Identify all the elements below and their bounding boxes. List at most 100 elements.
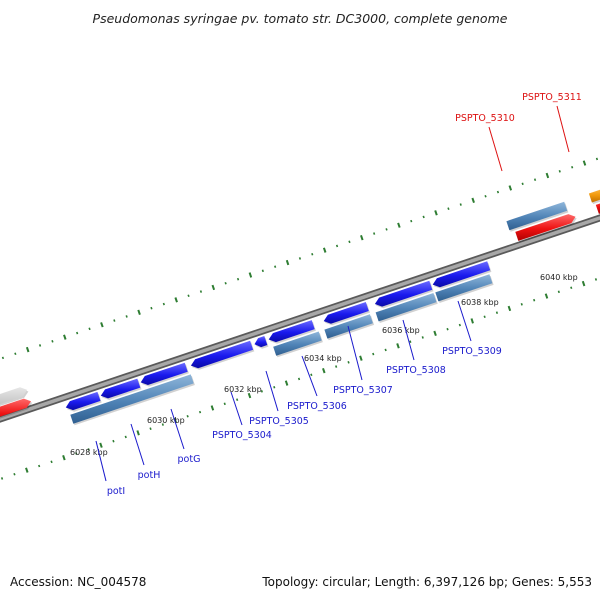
tick-inner-minor	[520, 303, 523, 306]
scale-label-6032-kbp: 6032 kbp	[224, 385, 262, 394]
tick-inner-major	[247, 392, 252, 399]
tick-outer-minor	[595, 157, 599, 161]
tick-outer-major	[360, 234, 364, 241]
gene-label-pspto-5310[interactable]: PSPTO_5310	[455, 113, 515, 124]
scale-label-6030-kbp: 6030 kbp	[147, 416, 185, 425]
gene-label-poth[interactable]: potH	[138, 470, 161, 481]
gene-label-pspto-5308[interactable]: PSPTO_5308	[386, 365, 446, 376]
map-title: Pseudomonas syringae pv. tomato str. DC3…	[93, 11, 508, 26]
tick-inner-minor	[161, 423, 164, 426]
gene-label-potg[interactable]: potG	[178, 454, 201, 465]
tick-outer-major	[285, 259, 290, 266]
gene-g-steel-a[interactable]	[70, 374, 194, 424]
scale-label-6036-kbp: 6036 kbp	[382, 326, 420, 335]
tick-outer-minor	[496, 190, 500, 194]
tick-outer-minor	[14, 352, 17, 356]
gene-g-steel-b[interactable]	[273, 331, 322, 356]
tick-outer-major	[322, 247, 327, 253]
leader-line-pspto-5309	[457, 300, 472, 342]
tick-inner-minor	[260, 390, 263, 393]
tick-inner-minor	[594, 278, 598, 281]
tick-outer-major	[100, 322, 104, 328]
tick-outer-minor	[150, 306, 153, 310]
gene-label-pspto-5307[interactable]: PSPTO_5307	[333, 385, 393, 396]
leader-line-poti	[95, 440, 107, 482]
gene-g-steel-c[interactable]	[324, 314, 373, 339]
gene-poth[interactable]	[100, 378, 141, 399]
gene-g4[interactable]	[595, 198, 600, 214]
tick-inner-minor	[533, 298, 536, 302]
leader-line-pspto-5304	[230, 391, 243, 426]
gene-g-steel-d[interactable]	[375, 293, 437, 322]
leader-line-pspto-5311	[556, 105, 570, 153]
scale-label-6038-kbp: 6038 kbp	[461, 298, 499, 307]
gene-g1[interactable]	[0, 387, 28, 415]
gene-label-pspto-5309[interactable]: PSPTO_5309	[442, 346, 502, 357]
leader-line-pspto-5305	[265, 370, 279, 412]
tick-inner-minor	[446, 327, 449, 331]
gene-pspto-5311[interactable]	[588, 186, 600, 203]
tick-outer-minor	[199, 290, 203, 293]
gene-poti[interactable]	[65, 391, 101, 411]
tick-outer-major	[582, 160, 587, 166]
tick-inner-minor	[149, 427, 152, 430]
genome-backbone-highlight	[0, 216, 600, 421]
leader-line-potg	[170, 408, 185, 450]
tick-inner-minor	[458, 323, 461, 327]
gene-pspto-5305[interactable]	[254, 336, 268, 348]
gene-label-poti[interactable]: potI	[107, 486, 125, 497]
tick-inner-major	[322, 367, 326, 374]
tick-outer-minor	[125, 315, 128, 318]
tick-inner-major	[470, 318, 474, 324]
tick-inner-minor	[50, 460, 53, 464]
tick-outer-minor	[88, 327, 91, 331]
gene-pspto-5309[interactable]	[432, 261, 491, 288]
tick-outer-major	[137, 309, 141, 316]
gene-potg[interactable]	[140, 362, 188, 385]
gene-label-pspto-5311[interactable]: PSPTO_5311	[522, 92, 582, 103]
tick-inner-major	[62, 454, 66, 461]
gene-g-steel-e[interactable]	[435, 274, 493, 302]
gene-g2[interactable]	[0, 398, 31, 427]
tick-outer-minor	[558, 170, 561, 173]
tick-outer-minor	[447, 207, 450, 210]
tick-outer-major	[174, 297, 178, 303]
tick-outer-minor	[571, 165, 574, 169]
tick-outer-minor	[274, 265, 277, 268]
gene-pspto-5307[interactable]	[323, 302, 369, 324]
accession-text: Accession: NC_004578	[10, 575, 146, 589]
tick-inner-major	[433, 330, 437, 337]
tick-outer-major	[545, 172, 550, 179]
tick-outer-minor	[187, 294, 190, 298]
tick-outer-major	[508, 185, 513, 191]
tick-inner-minor	[75, 452, 78, 455]
gene-label-pspto-5304[interactable]: PSPTO_5304	[212, 430, 272, 441]
tick-outer-minor	[533, 178, 537, 181]
gene-pspto-5306[interactable]	[268, 320, 315, 343]
tick-inner-major	[210, 405, 215, 411]
tick-ring-inner	[0, 278, 598, 480]
gene-pspto-5310[interactable]	[506, 201, 568, 231]
tick-inner-minor	[38, 464, 41, 468]
tick-outer-major	[63, 334, 67, 340]
gene-label-pspto-5305[interactable]: PSPTO_5305	[249, 416, 309, 427]
tick-outer-major	[211, 284, 216, 291]
tick-outer-minor	[113, 319, 116, 322]
gene-pspto-5304[interactable]	[190, 340, 254, 369]
tick-outer-minor	[261, 269, 264, 273]
gene-label-pspto-5306[interactable]: PSPTO_5306	[287, 401, 347, 412]
tick-inner-minor	[198, 410, 202, 414]
tick-outer-minor	[521, 182, 524, 186]
tick-outer-minor	[385, 228, 388, 231]
gene-pspto-5308[interactable]	[374, 280, 433, 307]
tick-outer-major	[397, 222, 401, 228]
tick-inner-major	[173, 417, 178, 424]
tick-inner-minor	[495, 311, 499, 314]
gene-g3[interactable]	[515, 214, 576, 241]
scale-label-6028-kbp: 6028 kbp	[70, 448, 108, 457]
tick-outer-major	[434, 210, 438, 216]
tick-ring-outer	[1, 157, 599, 360]
tick-inner-minor	[124, 435, 127, 439]
tick-inner-major	[581, 280, 586, 287]
